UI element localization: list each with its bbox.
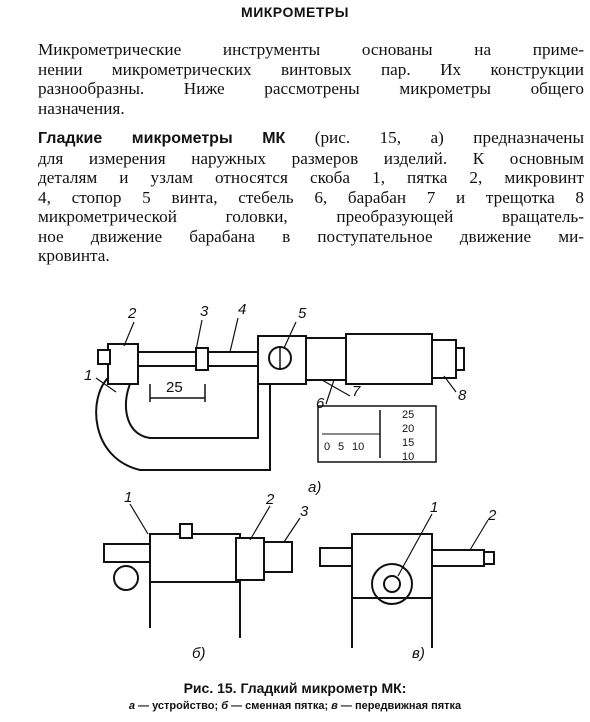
callout-label: 2: [487, 507, 497, 524]
callout-label: 1: [124, 489, 132, 506]
text-line: кровинта.: [38, 246, 110, 265]
figure-b: [103, 503, 301, 638]
callout-label: 6: [316, 395, 325, 412]
ratchet-cap: [455, 347, 465, 371]
spindle-collar: [195, 347, 209, 371]
scale-tick-label: 25: [402, 409, 414, 421]
text-line: Микрометрические инструменты основаны на…: [38, 40, 584, 59]
scale-tick-label: 10: [352, 441, 364, 453]
page-heading: МИКРОМЕТРЫ: [241, 4, 349, 20]
callout-label: 3: [200, 303, 209, 320]
sleeve: [305, 337, 347, 381]
figure-a: [95, 317, 465, 471]
callout-label: 2: [265, 491, 275, 508]
caption-text: — сменная пятка;: [228, 700, 332, 712]
text-line: разнообразны. Ниже рассмотрены микрометр…: [38, 79, 584, 98]
text-line: нении микрометрических винтовых пар. Их …: [38, 59, 584, 79]
figure-caption: Рис. 15. Гладкий микрометр МК:: [183, 680, 407, 696]
scale-tick-label: 0: [324, 441, 330, 453]
text-line: для измерения наружных размеров изделий.…: [38, 148, 584, 168]
text-line: 4, стопор 5 винта, стебель 6, барабан 7 …: [38, 187, 584, 207]
text-line: назначения.: [38, 98, 125, 118]
text-line: ное движение барабана в поступательное д…: [38, 226, 584, 246]
caption-key: а: [128, 700, 135, 712]
callout-label: 3: [300, 503, 309, 520]
figure-subcaption: а — устройство; б — сменная пятка; в — п…: [0, 700, 590, 712]
callout-label: 7: [352, 383, 361, 400]
scale-tick-label: 20: [402, 423, 414, 435]
figure-label-v: в): [412, 645, 425, 662]
callout-label: 1: [84, 367, 92, 384]
scale-tick-label: 10: [402, 451, 414, 463]
dimension-label: 25: [166, 379, 183, 396]
scale-tick-label: 15: [402, 437, 414, 449]
figure-label-b: б): [192, 645, 205, 662]
callout-label: 4: [238, 301, 246, 318]
figure-label-a: а): [308, 479, 321, 496]
mk-paragraph: Гладкие микрометры МК (рис. 15, а) предн…: [38, 128, 584, 266]
anvil-tip: [97, 349, 111, 365]
lock-body: [257, 335, 307, 385]
anvil-body: [149, 533, 241, 583]
callout-label: 5: [298, 305, 307, 322]
anvil: [107, 343, 139, 385]
thimble: [345, 333, 433, 385]
text-line: микрометрической головки, преобразующей …: [38, 207, 584, 226]
callout-label: 8: [458, 387, 467, 404]
ratchet: [431, 339, 457, 379]
micrometer-figure: 2 3 4 5 1 6 7 8 25 а) 0 5 10 25 20 15 10…: [84, 301, 497, 662]
scale-tick-label: 5: [338, 441, 344, 453]
text-line: деталям и узлам относятся скоба 1, пятка…: [38, 168, 584, 187]
bold-term: Гладкие микрометры МК: [38, 130, 286, 147]
callout-label: 2: [127, 305, 137, 322]
callout-label: 1: [430, 499, 438, 516]
caption-text: — устройство;: [134, 700, 222, 712]
figure-v: [319, 513, 495, 648]
caption-key: б: [221, 700, 228, 712]
caption-text: — передвижная пятка: [337, 700, 462, 712]
text-fragment: (рис. 15, а) предназначены: [285, 128, 584, 147]
caption-key: в: [331, 700, 338, 712]
intro-paragraph: Микрометрические инструменты основаны на…: [38, 40, 584, 118]
text-line: Гладкие микрометры МК (рис. 15, а) предн…: [38, 128, 584, 149]
